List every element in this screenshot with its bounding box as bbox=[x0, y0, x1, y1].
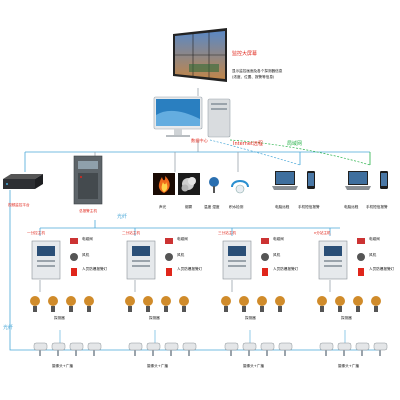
controller-group-2: 二分站主机 电磁阀 风机 人员防爆报警灯 bbox=[116, 228, 204, 288]
controller-title: 三分站主机 bbox=[218, 231, 236, 235]
camera-label: 摄像头+广播 bbox=[147, 364, 168, 368]
camera-group-3: 摄像头+广播 bbox=[223, 338, 295, 370]
video-host-device bbox=[3, 174, 43, 190]
data-center-label: 数据中心 bbox=[191, 138, 208, 143]
fan-label: 风机 bbox=[273, 253, 281, 257]
alarm-light-icon bbox=[358, 268, 364, 276]
controller-group-4: n分站主机 电磁阀 风机 人员防爆报警灯 bbox=[308, 228, 396, 288]
water-label: 积水检测 bbox=[229, 205, 244, 209]
fan-label: 风机 bbox=[177, 253, 185, 257]
valve-label: 电磁阀 bbox=[82, 237, 93, 241]
sound-light-label: 声光 bbox=[159, 205, 167, 209]
detector-group-1: 探测器 bbox=[26, 293, 101, 321]
detector-group-2: 探测器 bbox=[121, 293, 196, 321]
camera-group-2: 摄像头+广播 bbox=[127, 338, 199, 370]
detector-group-4: 探测器 bbox=[313, 293, 388, 321]
phone-2 bbox=[379, 170, 389, 190]
controller-cabinet bbox=[126, 240, 156, 280]
detector-label: 探测器 bbox=[341, 316, 352, 320]
phone-short-label-2: 手机短信报警 bbox=[366, 205, 388, 209]
fiber-label-left: 光纤 bbox=[3, 325, 14, 331]
pc-remote-label-2: 电脑远程 bbox=[344, 205, 359, 209]
laptop-2 bbox=[345, 170, 371, 192]
controller-title: n分站主机 bbox=[314, 231, 331, 235]
alarm-host-label: 总报警主机 bbox=[79, 209, 97, 213]
valve-icon bbox=[70, 238, 78, 244]
controller-cabinet bbox=[31, 240, 61, 280]
fan-icon bbox=[70, 253, 78, 261]
fan-label: 风机 bbox=[369, 253, 377, 257]
camera-label: 摄像头+广播 bbox=[52, 364, 73, 368]
temp-sensor bbox=[207, 176, 221, 194]
fan-label: 风机 bbox=[82, 253, 90, 257]
fiber-label-top: 光纤 bbox=[117, 214, 128, 220]
fan-icon bbox=[261, 253, 269, 261]
temp-humidity-label: 温度 湿度 bbox=[204, 205, 220, 209]
monitor-wall bbox=[171, 28, 229, 84]
video-host-label: 视频监控平台 bbox=[8, 203, 30, 207]
valve-icon bbox=[261, 238, 269, 244]
detector-label: 探测器 bbox=[149, 316, 160, 320]
water-sensor bbox=[228, 175, 252, 195]
alarm-light-icon bbox=[166, 268, 172, 276]
phone-1 bbox=[306, 170, 316, 190]
data-center-computer bbox=[152, 95, 234, 141]
valve-icon bbox=[357, 238, 365, 244]
smoke-image bbox=[178, 173, 200, 195]
alarm-light-label: 人员防爆报警灯 bbox=[273, 267, 299, 271]
controller-title: 二分站主机 bbox=[122, 231, 140, 235]
screen-desc-1: 显示监控画面及各个探测器信息 bbox=[232, 69, 283, 73]
screen-title: 监控大屏幕 bbox=[232, 51, 258, 57]
alarm-light-icon bbox=[262, 268, 268, 276]
alarm-host-cabinet bbox=[73, 155, 103, 205]
camera-label: 摄像头+广播 bbox=[338, 364, 359, 368]
controller-title: 一分控主机 bbox=[27, 231, 45, 235]
camera-group-1: 摄像头+广播 bbox=[32, 338, 104, 370]
camera-label: 摄像头+广播 bbox=[243, 364, 264, 368]
pc-remote-label: 电脑远程 bbox=[275, 205, 290, 209]
internet-label: Internet远程 bbox=[233, 141, 263, 147]
alarm-light-label: 人员防爆报警灯 bbox=[369, 267, 395, 271]
alarm-light-label: 人员防爆报警灯 bbox=[82, 267, 108, 271]
fire-image bbox=[153, 173, 175, 195]
detector-group-3: 探测器 bbox=[217, 293, 292, 321]
controller-group-1: 一分控主机 电磁阀 风机 人员防爆报警灯 bbox=[21, 228, 109, 288]
alarm-light-label: 人员防爆报警灯 bbox=[177, 267, 203, 271]
camera-group-4: 摄像头+广播 bbox=[318, 338, 390, 370]
wireless-label: 局域网 bbox=[287, 141, 303, 147]
alarm-light-icon bbox=[71, 268, 77, 276]
phone-short-label: 手机短信报警 bbox=[298, 205, 320, 209]
valve-label: 电磁阀 bbox=[177, 237, 188, 241]
fan-icon bbox=[357, 253, 365, 261]
controller-group-3: 三分站主机 电磁阀 风机 人员防爆报警灯 bbox=[212, 228, 300, 288]
valve-label: 电磁阀 bbox=[273, 237, 284, 241]
controller-cabinet bbox=[318, 240, 348, 280]
controller-cabinet bbox=[222, 240, 252, 280]
valve-label: 电磁阀 bbox=[369, 237, 380, 241]
laptop-1 bbox=[272, 170, 298, 192]
screen-desc-2: (浓度、位置、报警等信息) bbox=[232, 75, 275, 79]
detector-label: 探测器 bbox=[245, 316, 256, 320]
smoke-label: 烟雾 bbox=[185, 205, 193, 209]
valve-icon bbox=[165, 238, 173, 244]
fan-icon bbox=[165, 253, 173, 261]
detector-label: 探测器 bbox=[54, 316, 65, 320]
